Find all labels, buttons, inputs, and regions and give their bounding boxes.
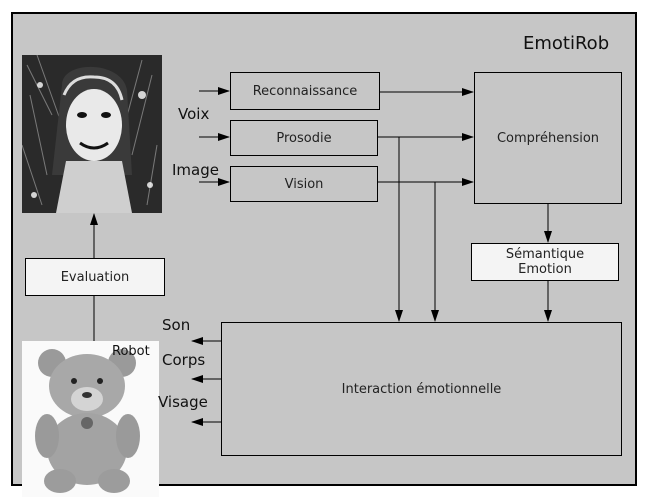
reconnaissance-box: Reconnaissance [230, 72, 380, 110]
teddy-bear-drawing [22, 341, 159, 497]
semantique-label: Sémantique [505, 247, 585, 262]
voix-label: Voix [178, 105, 210, 123]
semantique-emotion-box: Sémantique Emotion [471, 243, 619, 281]
visage-label: Visage [158, 393, 208, 411]
prosodie-box: Prosodie [230, 120, 378, 156]
teddy-bear-photo [22, 341, 159, 497]
emotion-label: Emotion [518, 262, 572, 277]
comprehension-box: Compréhension [474, 72, 622, 204]
child-photo [21, 54, 162, 213]
interaction-box: Interaction émotionnelle [221, 322, 622, 456]
image-label: Image [172, 161, 219, 179]
child-photo-drawing [21, 54, 162, 213]
vision-box: Vision [230, 166, 378, 202]
evaluation-box: Evaluation [25, 258, 165, 296]
corps-label: Corps [162, 351, 206, 369]
robot-label: Robot [112, 344, 150, 359]
son-label: Son [162, 316, 191, 334]
diagram-title: EmotiRob [523, 33, 610, 54]
